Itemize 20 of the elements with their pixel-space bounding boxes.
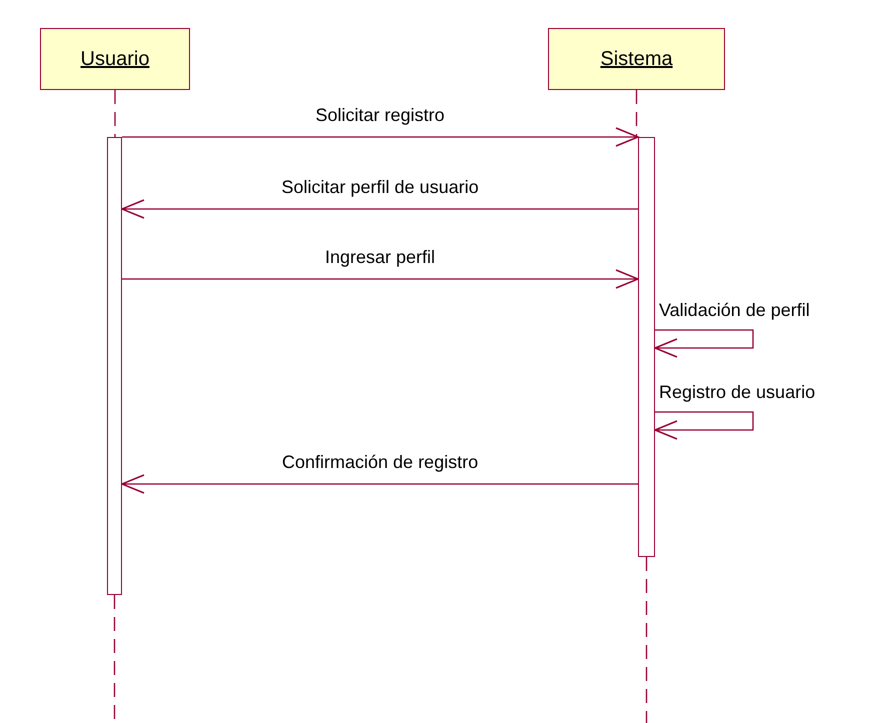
message-label: Solicitar perfil de usuario [280, 177, 481, 198]
message-arrow [122, 269, 639, 289]
object-name: Sistema [600, 48, 673, 70]
message-label: Solicitar registro [314, 105, 447, 126]
message-arrow [654, 329, 754, 358]
object-box [40, 28, 190, 90]
lifeline [646, 557, 648, 723]
activation-bar [638, 137, 655, 557]
message-arrow [121, 199, 638, 219]
message-label: Registro de usuario [657, 382, 818, 403]
object-box [548, 28, 725, 90]
message-arrow [654, 411, 754, 440]
lifeline [636, 90, 638, 137]
object-name: Usuario [80, 48, 150, 70]
message-label: Confirmación de registro [280, 452, 480, 473]
message-arrow [121, 474, 638, 494]
message-arrow [122, 127, 639, 147]
message-label: Validación de perfil [657, 300, 812, 321]
activation-bar [107, 137, 122, 595]
lifeline [114, 90, 116, 137]
